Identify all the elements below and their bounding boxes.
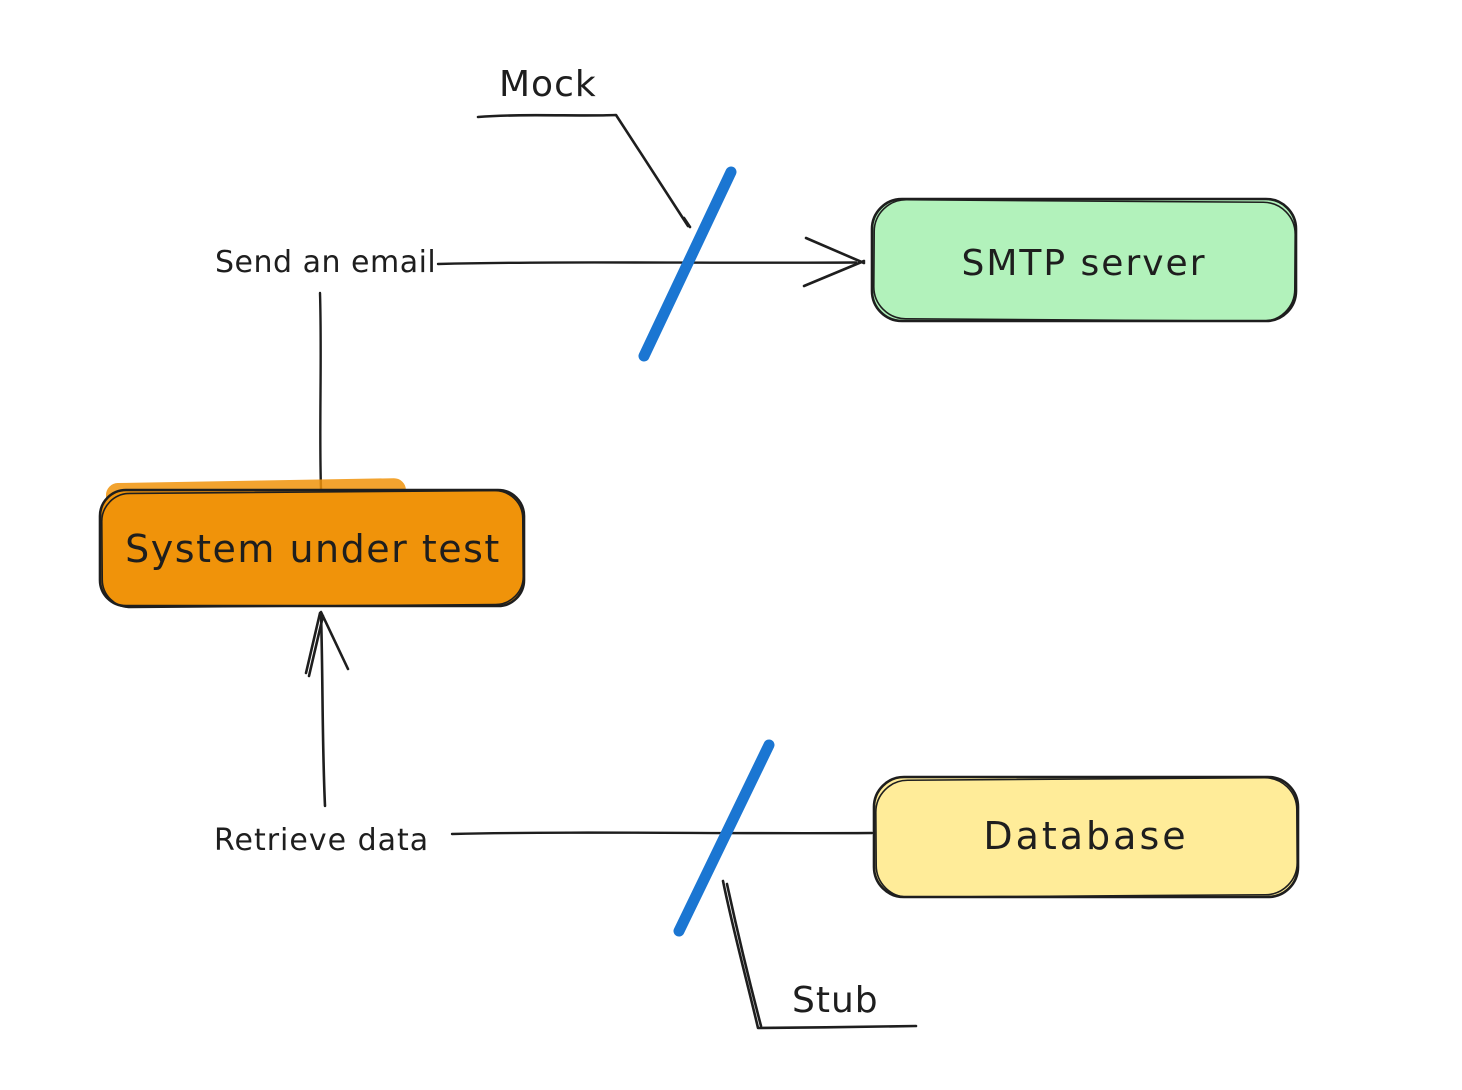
mock-annotation: Mock <box>476 64 737 362</box>
node-system-under-test: System under test <box>98 478 526 609</box>
edge-send-email-line <box>436 261 858 266</box>
edge-retrieve-data: Retrieve data <box>214 610 874 858</box>
mock-callout-line <box>476 113 692 229</box>
stub-label: Stub <box>792 980 879 1021</box>
mock-label: Mock <box>499 64 597 105</box>
stub-callout-line <box>721 879 918 1030</box>
node-database-box-sketch <box>875 776 1298 899</box>
edge-send-email-arrowhead <box>802 236 866 288</box>
stub-annotation: Stub <box>673 739 918 1030</box>
node-system-under-test-box-sketch <box>100 489 525 609</box>
mock-probe-slash <box>638 166 737 362</box>
node-smtp-server: SMTP server <box>870 197 1298 323</box>
edge-send-email-connector <box>318 291 323 491</box>
edge-send-email: Send an email <box>215 236 866 491</box>
node-database: Database <box>872 775 1300 899</box>
stub-probe-slash <box>673 739 775 937</box>
edge-send-email-label: Send an email <box>215 245 436 280</box>
edge-retrieve-data-arrowhead <box>304 610 350 678</box>
node-smtp-server-box-sketch <box>873 198 1296 323</box>
node-database-box <box>872 775 1300 899</box>
node-database-label: Database <box>983 814 1188 858</box>
edge-retrieve-data-line <box>450 831 874 836</box>
node-smtp-server-label: SMTP server <box>961 243 1206 284</box>
edge-retrieve-data-connector <box>319 612 327 808</box>
node-smtp-server-box <box>870 197 1298 323</box>
edge-retrieve-data-label: Retrieve data <box>214 823 429 858</box>
node-system-under-test-label: System under test <box>125 527 501 571</box>
